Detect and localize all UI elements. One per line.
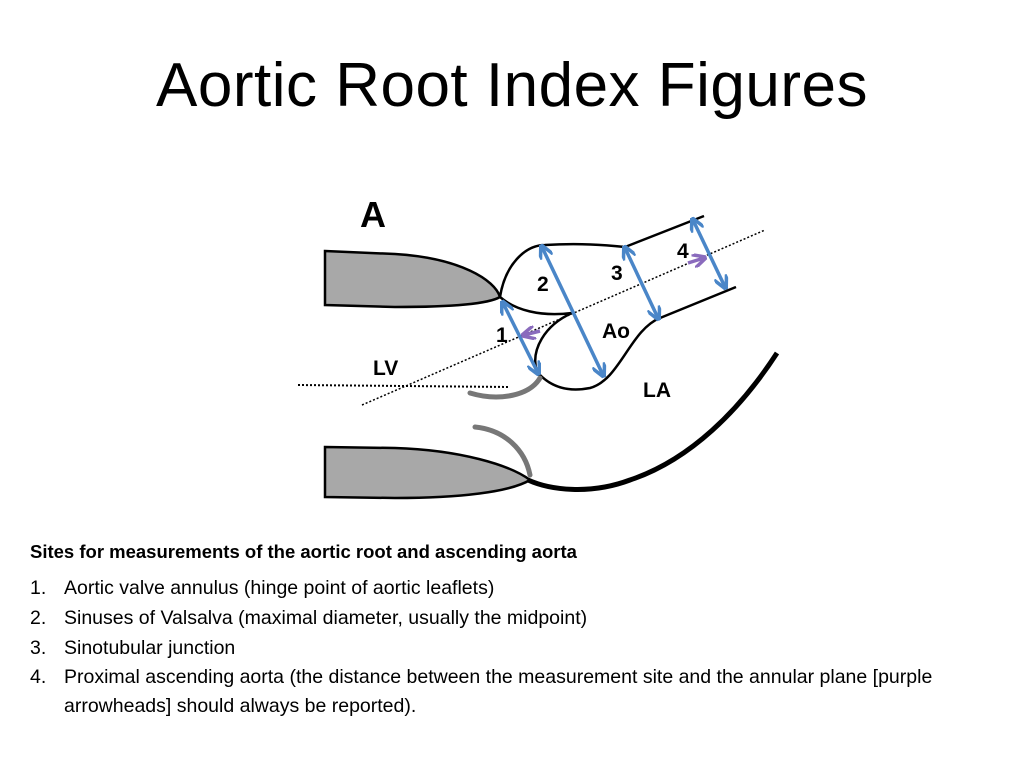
panel-label: A	[360, 194, 386, 235]
horizontal-dotted-line	[297, 384, 511, 388]
list-item: 1.Aortic valve annulus (hinge point of a…	[30, 577, 495, 599]
slide-title: Aortic Root Index Figures	[155, 51, 869, 120]
aortic-sinus-outline	[498, 214, 737, 391]
upper-ventricle-wall	[323, 249, 502, 309]
mitral-leaflet-anterior	[467, 375, 543, 400]
list-item: 2.Sinuses of Valsalva (maximal diameter,…	[30, 607, 588, 629]
left-atrium-wall	[526, 351, 780, 492]
list-item: 4.Proximal ascending aorta (the distance…	[30, 666, 933, 717]
label-1: 1	[496, 324, 508, 347]
label-2: 2	[537, 273, 549, 296]
aortic-root-diagram: A 1 2 3 4 Ao LV LA	[297, 194, 780, 500]
label-3: 3	[611, 262, 623, 285]
label-la: LA	[643, 379, 671, 402]
purple-arrowhead-ascending	[687, 258, 704, 263]
purple-arrowhead-annulus	[524, 331, 541, 335]
mitral-leaflet-posterior	[472, 424, 533, 478]
measurement-sites-list: 1.Aortic valve annulus (hinge point of a…	[30, 573, 1000, 721]
label-lv: LV	[373, 357, 398, 380]
label-ao: Ao	[602, 320, 630, 343]
aortic-axis-dotted-line	[361, 229, 766, 406]
lower-ventricle-wall	[323, 445, 533, 500]
list-item: 3.Sinotubular junction	[30, 637, 236, 659]
subheading: Sites for measurements of the aortic roo…	[30, 541, 577, 562]
measurement-arrow-1	[503, 303, 538, 373]
label-4: 4	[677, 240, 689, 263]
measurement-arrow-3	[625, 248, 658, 318]
measurement-arrow-4	[693, 220, 725, 287]
measurement-arrow-2	[542, 247, 603, 375]
